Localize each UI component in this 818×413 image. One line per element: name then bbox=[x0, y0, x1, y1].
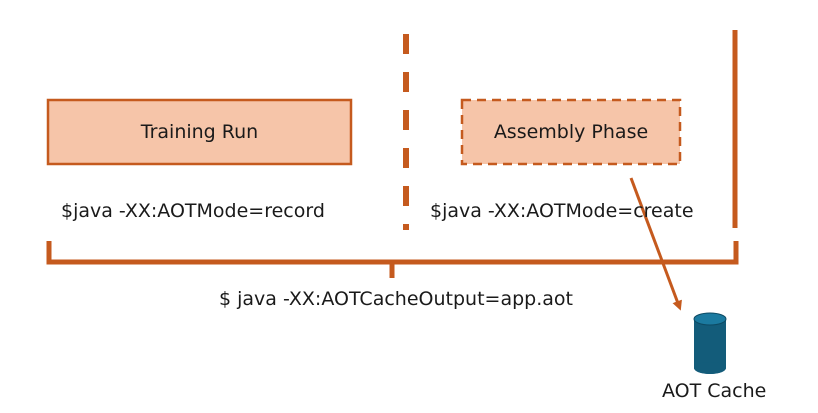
training-run-box bbox=[46, 98, 353, 166]
assembly-to-cache-arrow bbox=[629, 177, 682, 311]
training-run-label: Training Run bbox=[140, 121, 259, 143]
grouping-bracket bbox=[46, 241, 739, 278]
assembly-phase-box bbox=[460, 98, 682, 166]
training-command: $java -XX:AOTMode=record bbox=[61, 200, 325, 222]
assembly-command: $java -XX:AOTMode=create bbox=[430, 200, 694, 222]
aot-cache-label: AOT Cache bbox=[662, 380, 767, 402]
database-cylinder-icon bbox=[693, 312, 727, 374]
combined-command: $ java -XX:AOTCacheOutput=app.aot bbox=[219, 288, 573, 310]
assembly-phase-label: Assembly Phase bbox=[493, 121, 649, 143]
